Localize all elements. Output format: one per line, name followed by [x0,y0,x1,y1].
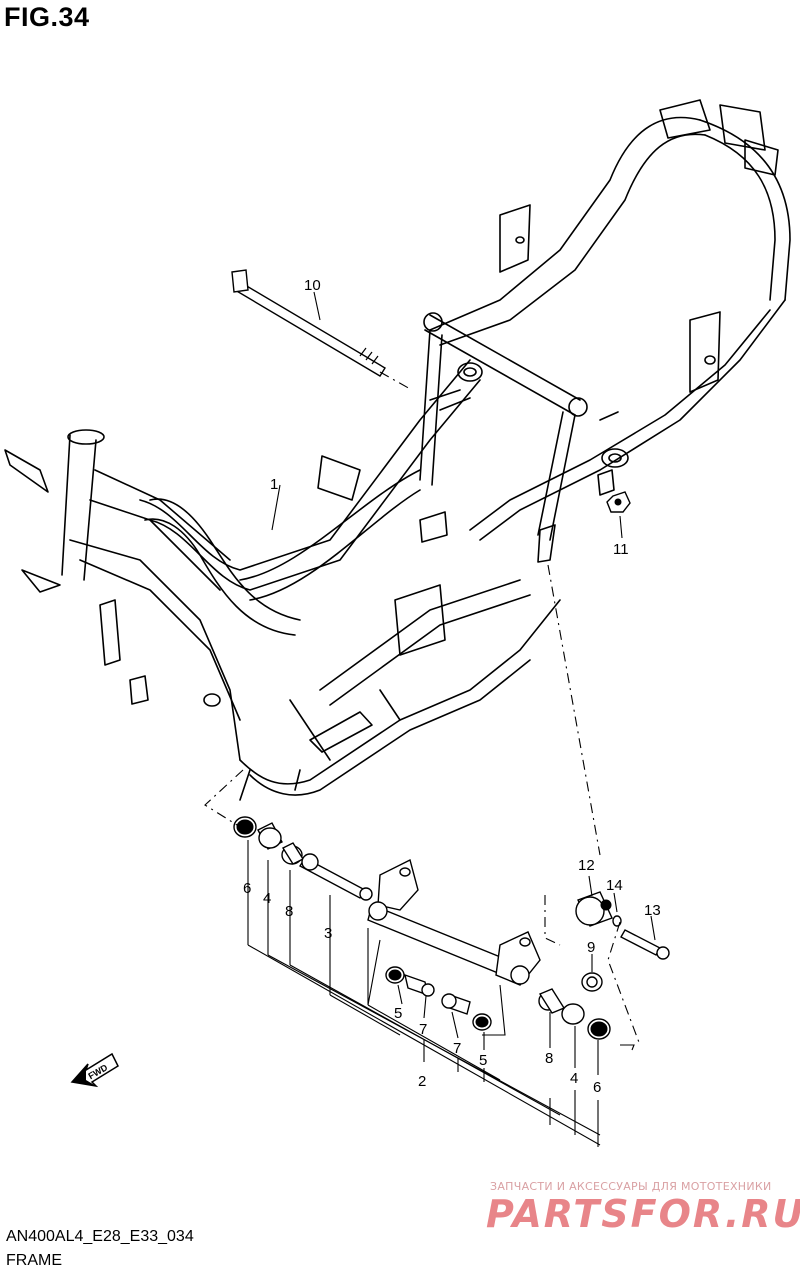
callout-3: 3 [324,925,332,942]
callout-4-left: 4 [263,890,271,907]
callout-8-left: 8 [285,903,293,920]
watermark-tagline: ЗАПЧАСТИ И АКСЕССУАРЫ ДЛЯ МОТОТЕХНИКИ [490,1180,772,1193]
callout-10: 10 [304,277,321,294]
callout-13: 13 [644,902,661,919]
callouts: 1 2 3 4 4 5 5 6 6 7 7 8 8 9 10 11 12 13 … [243,277,661,1096]
callout-12: 12 [578,857,595,874]
callout-1: 1 [270,476,278,493]
bolt-10 [231,269,386,377]
washer-14 [612,915,622,927]
callout-5-right: 5 [479,1052,487,1069]
watermark-logo: PARTSFOR.RU [486,1192,800,1236]
engine-mount-bracket-2 [367,858,541,986]
bushing-6-right [587,1018,611,1040]
callout-6-right: 6 [593,1079,601,1096]
callout-11: 11 [613,541,629,558]
callout-5-left: 5 [394,1005,402,1022]
callout-9: 9 [587,939,595,956]
spacer-8-left [281,842,305,865]
model-code: AN400AL4_E28_E33_034 [6,1228,194,1245]
bolt-13 [620,929,670,960]
callout-8-right: 8 [545,1050,553,1067]
callout-14: 14 [606,877,623,894]
bushing-6-left [233,816,257,838]
callout-2: 2 [418,1073,426,1090]
cushion-4-right [561,1003,585,1025]
main-frame [4,99,791,801]
figure-title: FIG.34 [4,2,90,32]
bushing-5-left [385,966,405,984]
bolt-3 [299,853,373,901]
fwd-arrow-icon: FWD [70,1052,119,1088]
washer-9 [581,972,603,992]
callout-6-left: 6 [243,880,251,897]
figure-caption: FRAME [6,1252,62,1269]
collar-7-left [404,973,435,997]
spacer-8-right [538,988,566,1014]
engine-mount-assembly [231,269,670,1040]
callout-7-right: 7 [453,1040,461,1057]
callout-4-right: 4 [570,1070,578,1087]
cushion-12 [575,891,613,927]
bushing-5-right [472,1013,492,1031]
collar-7-right [441,993,471,1015]
nut-11 [606,491,631,513]
leader-lines [204,291,656,1147]
cushion-4-left [257,822,283,850]
callout-7-left: 7 [419,1021,427,1038]
